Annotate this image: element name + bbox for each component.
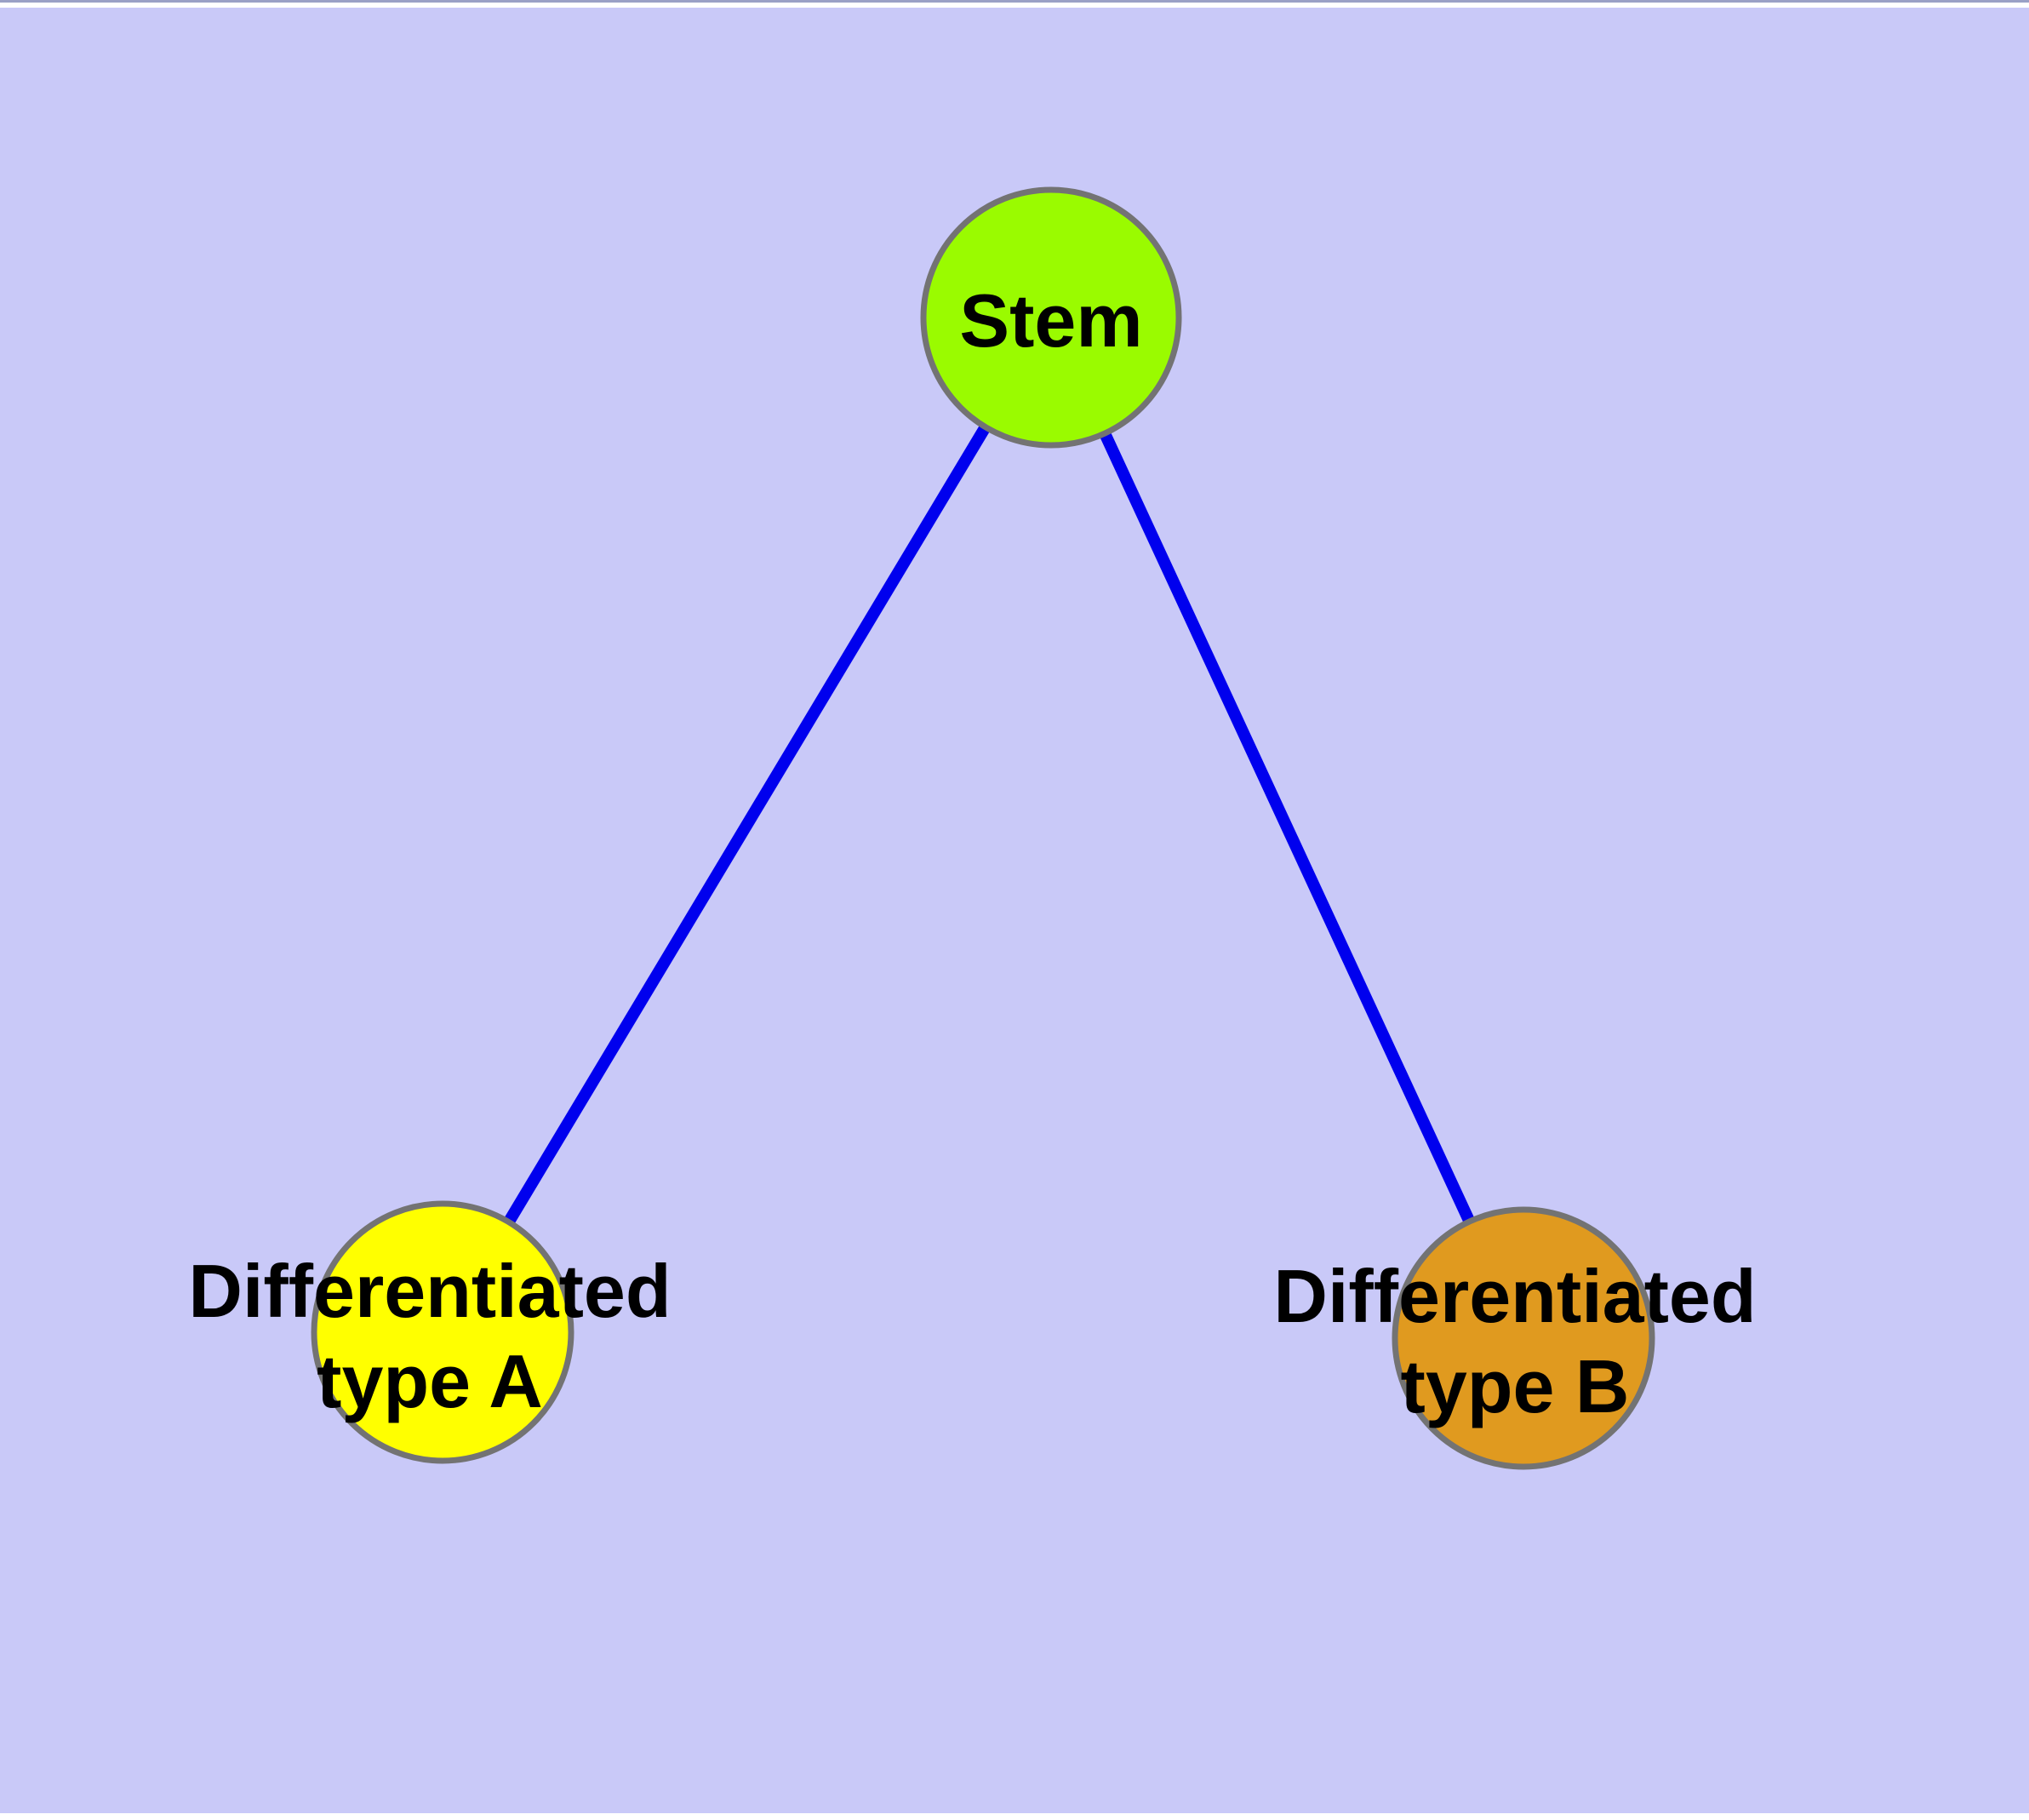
stem-node-label: Stem: [959, 278, 1142, 363]
bottom-margin-strip: [0, 1813, 2029, 1820]
type-b-node-label-line1: Differentiated: [1273, 1254, 1756, 1338]
type-a-node-label-line2: type A: [317, 1339, 543, 1423]
top-margin-strip: [0, 3, 2029, 8]
type-b-node: [1392, 1206, 1655, 1470]
edge-stem-to-type-b: [1045, 315, 1529, 1341]
type-a-node: [311, 1200, 574, 1464]
edge-stem-to-type-a: [437, 314, 1057, 1336]
top-edge-line: [0, 0, 2029, 3]
stem-node: [920, 186, 1182, 449]
type-a-node-label-line1: Differentiated: [188, 1249, 671, 1333]
type-b-node-label-line2: type B: [1401, 1344, 1630, 1428]
